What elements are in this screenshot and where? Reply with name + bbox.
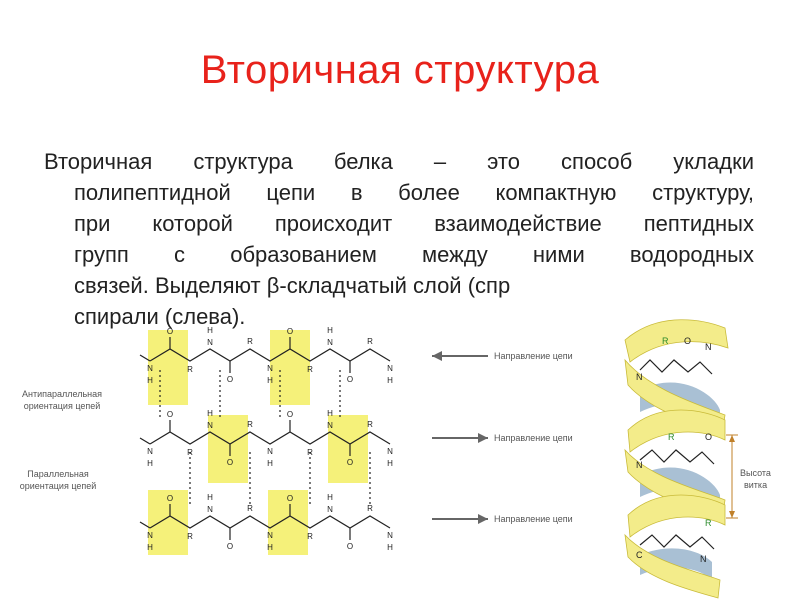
atom-n: N: [327, 505, 333, 514]
helix-r-2: R: [668, 432, 675, 442]
atom-n: N: [387, 447, 393, 456]
atom-n: N: [207, 505, 213, 514]
atom-n: N: [147, 364, 153, 373]
atom-o: O: [227, 458, 233, 467]
highlight-box: [328, 415, 368, 483]
atom-o: O: [287, 494, 293, 503]
paragraph-line-1: Вторичная структура белка – это способ у…: [44, 149, 754, 174]
atom-h: H: [267, 543, 273, 552]
helix-n-3: N: [636, 460, 643, 470]
atom-n: N: [207, 421, 213, 430]
terminus: [139, 521, 151, 529]
atom-o: O: [227, 542, 233, 551]
atom-o: O: [167, 494, 173, 503]
helix-o-1: O: [684, 336, 691, 346]
atom-n: N: [267, 531, 273, 540]
atom-n: N: [207, 338, 213, 347]
paragraph-line-5: связей. Выделяют β-складчатый слой (спр: [74, 273, 511, 298]
atom-r: R: [187, 365, 193, 374]
atom-n: N: [267, 447, 273, 456]
atom-o: O: [347, 542, 353, 551]
paragraph-line-6: спирали (слева).: [74, 304, 246, 329]
atom-n: N: [147, 531, 153, 540]
parallel-label-line2: ориентация цепей: [20, 481, 97, 491]
highlight-box: [148, 330, 188, 405]
atom-r: R: [247, 337, 253, 346]
helix-o-2: O: [705, 432, 712, 442]
helix-pitch-label-1: Высота: [740, 468, 771, 478]
direction-arrow-1: Направление цепи: [432, 351, 573, 361]
atom-r: R: [367, 337, 373, 346]
direction-label-1: Направление цепи: [494, 351, 573, 361]
terminus: [139, 437, 151, 445]
atom-n: N: [387, 364, 393, 373]
atom-h: H: [387, 543, 393, 552]
atom-h: H: [147, 459, 153, 468]
atom-h: H: [147, 376, 153, 385]
helix-n-4: N: [700, 554, 707, 564]
atom-n: N: [147, 447, 153, 456]
highlight-box: [208, 415, 248, 483]
atom-h: H: [387, 376, 393, 385]
beta-sheet-diagram: NHORNHORNHORNHORNHNHORNHORNHORNHORNHNHOR…: [139, 326, 393, 555]
atom-n: N: [327, 338, 333, 347]
atom-o: O: [167, 410, 173, 419]
helix-r-3: R: [705, 518, 712, 528]
paragraph-line-2: полипептидной цепи в более компактную ст…: [74, 180, 754, 205]
helix-c-1: C: [636, 550, 643, 560]
atom-h: H: [207, 326, 213, 335]
helix-n-1: N: [705, 342, 712, 352]
helix-pitch-label-2: витка: [744, 480, 767, 490]
atom-o: O: [167, 327, 173, 336]
atom-r: R: [247, 504, 253, 513]
atom-h: H: [147, 543, 153, 552]
atom-h: H: [327, 409, 333, 418]
atom-h: H: [207, 409, 213, 418]
atom-r: R: [307, 532, 313, 541]
antiparallel-label-line2: ориентация цепей: [24, 401, 101, 411]
alpha-helix-diagram: R O N N R O N R C N Высота витка: [624, 319, 771, 599]
direction-arrow-2: Направление цепи: [432, 433, 573, 443]
atom-o: O: [347, 458, 353, 467]
atom-h: H: [267, 376, 273, 385]
parallel-label-line1: Параллельная: [27, 469, 89, 479]
atom-h: H: [327, 326, 333, 335]
atom-r: R: [307, 365, 313, 374]
atom-r: R: [187, 532, 193, 541]
paragraph-line-3: при которой происходит взаимодействие пе…: [74, 211, 754, 236]
atom-o: O: [287, 327, 293, 336]
antiparallel-label: Антипараллельная ориентация цепей: [22, 389, 102, 411]
paragraph-line-4: групп с образованием между ними водородн…: [74, 242, 754, 267]
direction-label-2: Направление цепи: [494, 433, 573, 443]
atom-h: H: [207, 493, 213, 502]
atom-h: H: [387, 459, 393, 468]
atom-o: O: [287, 410, 293, 419]
atom-o: O: [227, 375, 233, 384]
direction-label-3: Направление цепи: [494, 514, 573, 524]
definition-paragraph: Вторичная структура белка – это способ у…: [44, 146, 754, 332]
antiparallel-label-line1: Антипараллельная: [22, 389, 102, 399]
direction-arrow-3: Направление цепи: [432, 514, 573, 524]
atom-r: R: [367, 420, 373, 429]
atom-h: H: [267, 459, 273, 468]
protein-structure-figure: NHORNHORNHORNHORNHNHORNHORNHORNHORNHNHOR…: [20, 319, 771, 599]
slide-title: Вторичная структура: [200, 48, 600, 92]
parallel-label: Параллельная ориентация цепей: [20, 469, 97, 491]
atom-r: R: [367, 504, 373, 513]
helix-r-1: R: [662, 336, 669, 346]
atom-h: H: [327, 493, 333, 502]
atom-n: N: [267, 364, 273, 373]
atom-n: N: [327, 421, 333, 430]
atom-r: R: [247, 420, 253, 429]
atom-n: N: [387, 531, 393, 540]
terminus: [139, 354, 151, 362]
helix-n-2: N: [636, 372, 643, 382]
atom-o: O: [347, 375, 353, 384]
